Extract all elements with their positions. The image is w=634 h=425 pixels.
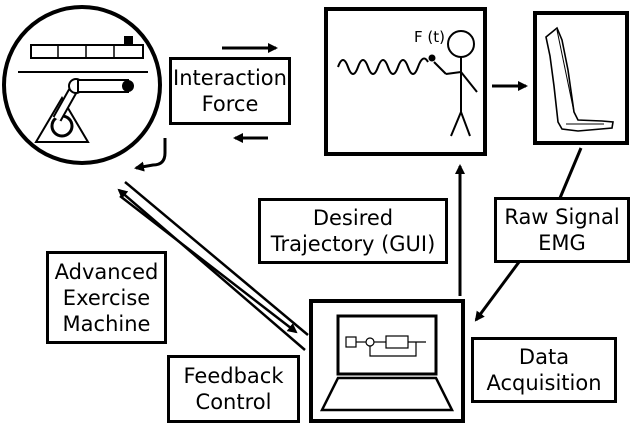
force-annotation: F (t) — [414, 28, 445, 46]
machine-link-arrow — [117, 188, 306, 351]
desired-trajectory-line-1: Desired — [312, 206, 394, 230]
robot-arm-icon — [2, 5, 162, 165]
to-daq-arrow — [474, 261, 521, 322]
desired-trajectory-label: Desired Trajectory (GUI) — [258, 198, 448, 264]
advanced-line-2: Exercise — [62, 285, 151, 310]
interaction-force-label: Interaction Force — [169, 57, 291, 125]
feedback-line-2: Control — [195, 390, 272, 414]
raw-signal-line-1: Raw Signal — [504, 205, 620, 229]
advanced-exercise-machine-label: Advanced Exercise Machine — [46, 251, 167, 344]
data-acquisition-line-1: Data — [518, 345, 570, 369]
stick-figure-icon: F (t) — [324, 7, 487, 156]
control-link-arrow — [119, 195, 298, 334]
feedback-line-1: Feedback — [183, 364, 284, 388]
emg-connector-line — [558, 147, 583, 199]
data-acquisition-label: Data Acquisition — [471, 337, 617, 403]
interaction-force-line-2: Force — [201, 92, 259, 116]
laptop-control-icon — [309, 299, 465, 423]
interaction-force-line-1: Interaction — [173, 66, 287, 90]
desired-trajectory-line-2: Trajectory (GUI) — [270, 232, 436, 256]
raw-signal-emg-label: Raw Signal EMG — [494, 197, 630, 263]
advanced-line-1: Advanced — [54, 259, 159, 284]
feedback-cable-arrow — [134, 138, 167, 172]
advanced-line-3: Machine — [62, 311, 151, 336]
raw-signal-line-2: EMG — [538, 231, 586, 255]
leg-emg-icon — [533, 11, 629, 145]
data-acquisition-line-2: Acquisition — [486, 371, 602, 395]
feedback-control-label: Feedback Control — [167, 355, 300, 423]
machine-link-line-a — [124, 181, 309, 336]
